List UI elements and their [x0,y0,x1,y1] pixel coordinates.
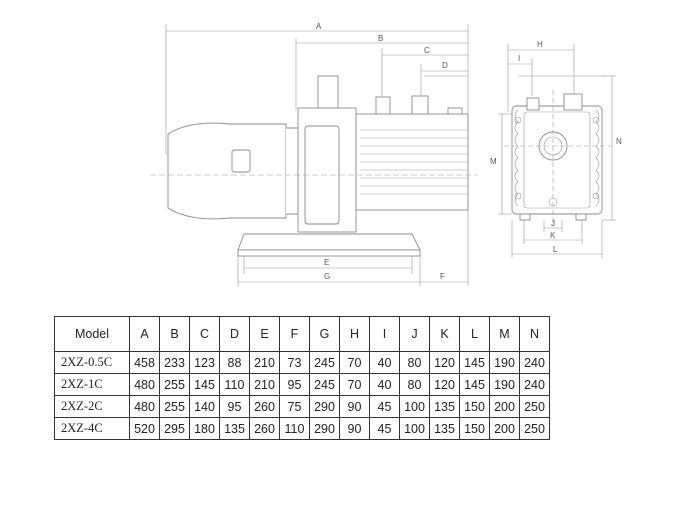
header-e: E [249,316,280,352]
value-cell: 480 [129,395,160,418]
value-cell: 120 [429,373,460,396]
value-cell: 145 [189,373,220,396]
dim-label-g: G [324,272,330,281]
value-cell: 240 [519,351,550,374]
value-cell: 90 [339,417,370,440]
dim-label-b: B [378,34,383,43]
model-cell: 2XZ-0.5C [54,351,130,374]
value-cell: 210 [249,373,280,396]
value-cell: 110 [279,417,310,440]
value-cell: 135 [219,417,250,440]
value-cell: 140 [189,395,220,418]
dim-label-j: J [551,219,555,228]
value-cell: 80 [399,373,430,396]
dim-label-e: E [324,258,329,267]
value-cell: 90 [339,395,370,418]
dim-label-f: F [440,272,445,281]
value-cell: 150 [459,417,490,440]
header-n: N [519,316,550,352]
header-f: F [279,316,310,352]
value-cell: 110 [219,373,250,396]
value-cell: 145 [459,351,490,374]
value-cell: 190 [489,373,520,396]
value-cell: 290 [309,417,340,440]
value-cell: 255 [159,395,190,418]
value-cell: 200 [489,395,520,418]
value-cell: 100 [399,395,430,418]
header-h: H [339,316,370,352]
value-cell: 70 [339,351,370,374]
pump-dimension-drawing: A B C D [150,22,622,286]
value-cell: 135 [429,417,460,440]
header-b: B [159,316,190,352]
value-cell: 123 [189,351,220,374]
value-cell: 210 [249,351,280,374]
value-cell: 295 [159,417,190,440]
cooling-fins [360,129,468,195]
header-d: D [219,316,250,352]
table-header-row: Model A B C D E F G H I J K L M N [54,316,550,352]
dim-label-k: K [550,231,556,240]
value-cell: 250 [519,395,550,418]
value-cell: 70 [339,373,370,396]
value-cell: 80 [399,351,430,374]
value-cell: 73 [279,351,310,374]
value-cell: 290 [309,395,340,418]
value-cell: 250 [519,417,550,440]
value-cell: 480 [129,373,160,396]
value-cell: 145 [459,373,490,396]
value-cell: 120 [429,351,460,374]
value-cell: 40 [369,351,400,374]
dimension-table: Model A B C D E F G H I J K L M N 2XZ-0.… [54,316,550,440]
value-cell: 200 [489,417,520,440]
dim-label-d: D [442,61,448,70]
header-c: C [189,316,220,352]
dim-label-c: C [424,46,430,55]
dim-label-l: L [553,245,558,254]
value-cell: 75 [279,395,310,418]
value-cell: 100 [399,417,430,440]
value-cell: 233 [159,351,190,374]
dim-label-i: I [518,54,520,63]
value-cell: 190 [489,351,520,374]
header-l: L [459,316,490,352]
header-j: J [399,316,430,352]
header-m: M [489,316,520,352]
value-cell: 458 [129,351,160,374]
value-cell: 245 [309,373,340,396]
value-cell: 260 [249,395,280,418]
value-cell: 260 [249,417,280,440]
dim-label-m: M [490,157,497,166]
header-i: I [369,316,400,352]
dim-label-a: A [316,22,322,31]
value-cell: 135 [429,395,460,418]
value-cell: 45 [369,395,400,418]
value-cell: 40 [369,373,400,396]
end-view: H I M N [490,40,622,258]
value-cell: 95 [219,395,250,418]
dim-label-h: H [537,40,543,49]
value-cell: 520 [129,417,160,440]
header-a: A [129,316,160,352]
header-model: Model [54,316,130,352]
value-cell: 88 [219,351,250,374]
value-cell: 45 [369,417,400,440]
model-cell: 2XZ-1C [54,373,130,396]
side-view: A B C D [150,22,478,286]
value-cell: 245 [309,351,340,374]
header-g: G [309,316,340,352]
header-k: K [429,316,460,352]
model-cell: 2XZ-2C [54,395,130,418]
value-cell: 240 [519,373,550,396]
value-cell: 255 [159,373,190,396]
value-cell: 150 [459,395,490,418]
value-cell: 180 [189,417,220,440]
value-cell: 95 [279,373,310,396]
dim-label-n: N [616,137,622,146]
model-cell: 2XZ-4C [54,417,130,440]
